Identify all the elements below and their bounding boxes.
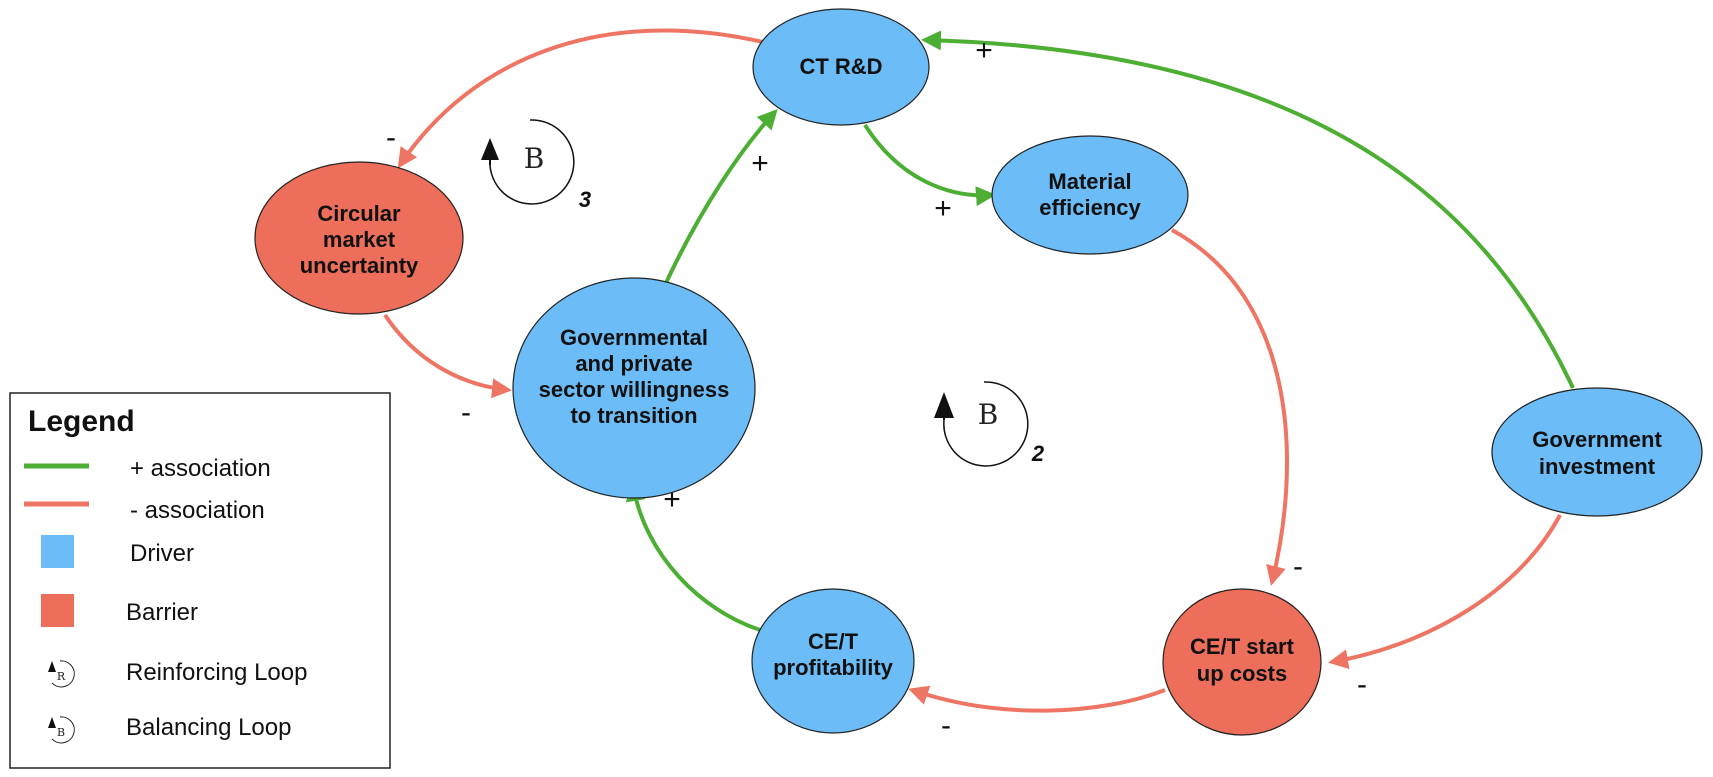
node-label: to transition [570, 403, 697, 428]
sign-willingness-to-ctrd: + [751, 147, 769, 180]
node-circular-market-uncertainty: Circular market uncertainty [254, 161, 464, 315]
legend-item-label: - association [130, 497, 265, 524]
node-ct-rd: CT R&D [752, 8, 930, 126]
loop-number: 2 [1031, 441, 1045, 466]
link-ct-rd-to-circular-market-uncertainty [397, 28, 764, 169]
link-government-investment-to-start-up-costs [1328, 514, 1562, 670]
node-label: and private [575, 351, 692, 376]
node-label: sector willingness [539, 377, 730, 402]
loop-marker-b2: B 2 [934, 381, 1045, 467]
loop-number: 3 [579, 187, 591, 212]
node-label: Circular [317, 201, 401, 226]
node-label: CE/T start [1190, 634, 1295, 659]
legend-item-label: Driver [130, 540, 194, 567]
sign-uncertainty-to-willingness: - [461, 396, 471, 429]
link-willingness-to-ct-rd [663, 109, 778, 286]
node-label: up costs [1197, 661, 1287, 686]
legend-title: Legend [28, 405, 135, 438]
legend-barrier-swatch [41, 594, 74, 627]
legend-reinforcing-loop-icon: R [48, 660, 75, 688]
node-label: profitability [773, 655, 894, 680]
links [383, 28, 1575, 713]
node-label: Government [1532, 427, 1662, 452]
legend-item-label: Balancing Loop [126, 714, 291, 741]
node-ce-t-profitability: CE/T profitability [751, 588, 915, 734]
link-profitability-to-willingness [625, 481, 761, 632]
legend: Legend + association - association Drive… [9, 392, 391, 769]
node-government-investment: Government investment [1491, 387, 1703, 517]
node-material-efficiency: Material efficiency [991, 135, 1189, 255]
legend-driver-swatch [41, 535, 74, 568]
legend-box [9, 392, 391, 769]
loop-letter: B [57, 726, 65, 739]
legend-item-label: + association [130, 455, 271, 482]
node-label: CE/T [808, 629, 859, 654]
sign-efficiency-to-costs: - [1293, 550, 1303, 583]
node-label: Material [1048, 169, 1131, 194]
sign-gov-to-costs: - [1357, 668, 1367, 701]
node-label: CT R&D [799, 54, 882, 79]
link-uncertainty-to-willingness [383, 313, 512, 399]
node-willingness-to-transition: Governmental and private sector willingn… [512, 277, 756, 499]
node-ce-t-start-up-costs: CE/T start up costs [1162, 588, 1322, 736]
node-label: Governmental [560, 325, 708, 350]
node-label: efficiency [1039, 195, 1141, 220]
node-label: market [323, 227, 396, 252]
sign-ctrd-to-efficiency: + [934, 192, 952, 225]
link-material-efficiency-to-start-up-costs [1171, 228, 1289, 586]
legend-item-label: Barrier [126, 599, 198, 626]
loop-marker-b3: B 3 [481, 119, 591, 212]
sign-costs-to-profitability: - [941, 709, 951, 742]
link-ct-rd-to-material-efficiency [863, 123, 996, 207]
sign-gov-to-ctrd: + [975, 34, 993, 67]
legend-balancing-loop-icon: B [48, 716, 75, 744]
loop-letter: R [57, 670, 66, 683]
legend-item-label: Reinforcing Loop [126, 659, 307, 686]
node-label: investment [1539, 454, 1656, 479]
loop-letter: B [524, 142, 545, 175]
link-start-up-costs-to-profitability [908, 685, 1166, 713]
loop-letter: B [978, 398, 999, 431]
link-government-investment-to-ct-rd [921, 30, 1575, 389]
node-label: uncertainty [300, 253, 419, 278]
sign-ctrd-to-uncertainty: - [386, 121, 396, 154]
